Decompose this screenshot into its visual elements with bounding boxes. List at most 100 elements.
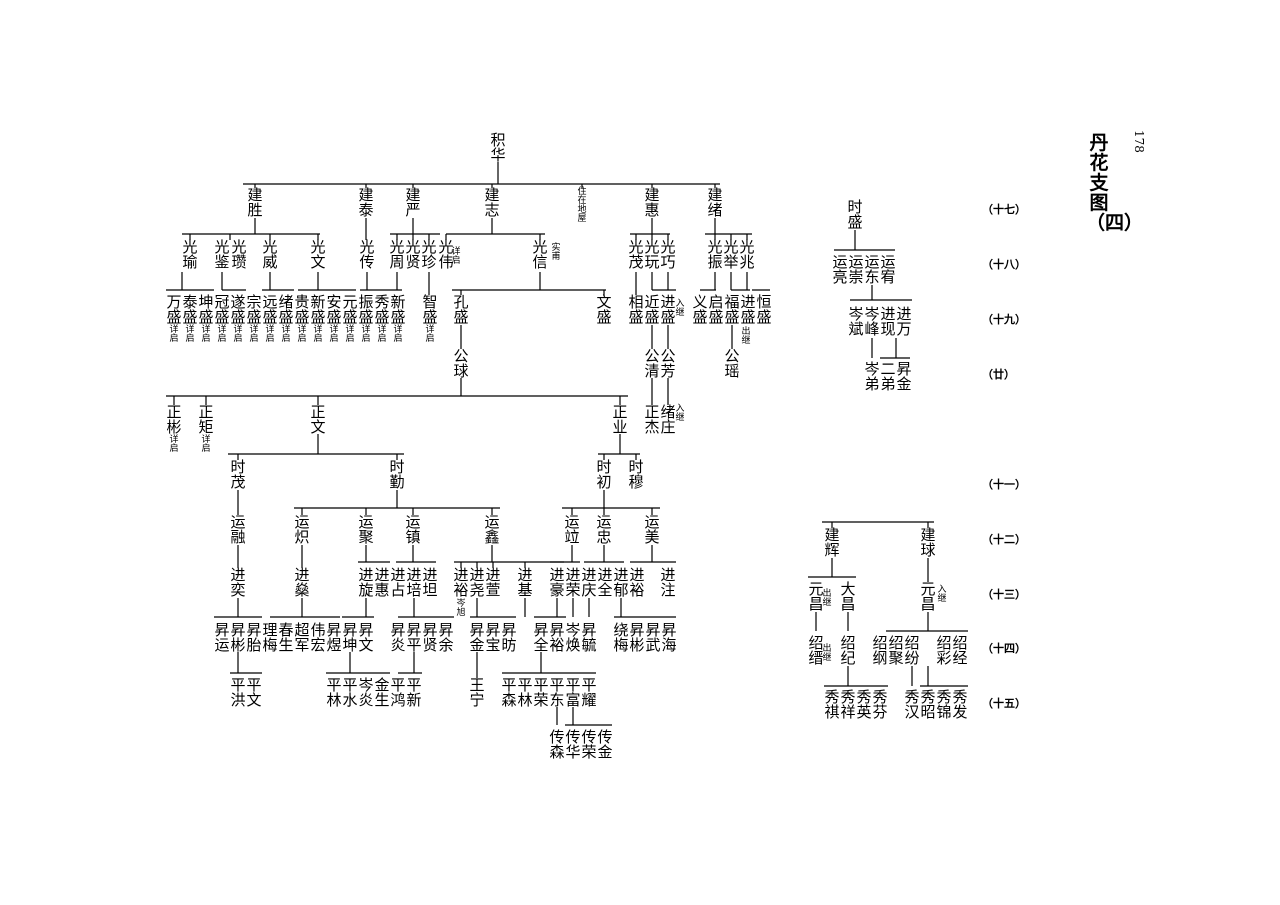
person-name: 远 盛 [262,293,278,326]
person-name: 岑 炎 [358,676,374,709]
lineage-note: 出 继 [822,644,832,663]
lineage-note: 岑 旭 [456,599,466,618]
person-name: 昇 彬 [230,621,246,654]
person-name: 宗 盛 [246,293,262,326]
person-name: 进 坦 [422,566,438,599]
person-name: 昇 全 [533,621,549,654]
lineage-note: 详 启 [425,325,435,344]
person-name: 平 荣 [533,676,549,709]
person-name: 平 耀 [581,676,597,709]
lineage-note: 详 启 [361,325,371,344]
person-name: 光 振 [707,238,723,271]
person-name: 进 裕 [629,566,645,599]
person-name: 昇 文 [358,621,374,654]
person-name: 新 盛 [390,293,406,326]
person-name: 进 奕 [230,566,246,599]
person-name: 绍 缙 [808,634,824,667]
person-name: 运 镇 [405,513,421,546]
lineage-note: 详 启 [185,325,195,344]
person-name: 运 鑫 [484,513,500,546]
generation-label: （十四） [982,642,1026,655]
person-name: 平 林 [326,676,342,709]
person-name: 昇 金 [896,360,912,393]
person-name: 公 芳 [660,347,676,380]
person-name: 昇 毓 [581,621,597,654]
person-name: 昇 炎 [390,621,406,654]
person-name: 遂 盛 [230,293,246,326]
person-name: 绍 纪 [840,634,856,667]
lineage-note: 详 启 [329,325,339,344]
person-name: 光 周 [389,238,405,271]
person-name: 光 文 [310,238,326,271]
person-name: 秀 祺 [824,688,840,721]
person-name: 平 洪 [230,676,246,709]
person-name: 运 竝 [564,513,580,546]
person-name: 进 现 [880,305,896,338]
person-name: 昇 平 [406,621,422,654]
person-name: 万 盛 [166,293,182,326]
person-name: 岑 斌 [848,305,864,338]
page-number: 178 [1132,130,1146,153]
person-name: 绪 盛 [278,293,294,326]
lineage-note: 入 继 [675,299,685,318]
person-name: 绍 聚 [888,634,904,667]
person-name: 昇 海 [661,621,677,654]
person-name: 建 严 [405,186,421,219]
person-name: 时 勤 [389,458,405,491]
person-name: 秀 昭 [920,688,936,721]
person-name: 积 华 [490,131,506,164]
person-name: 光 瑜 [182,238,198,271]
person-name: 贵 盛 [294,293,310,326]
person-name: 进 盛 [660,293,676,326]
person-name: 泰 盛 [182,293,198,326]
person-name: 建 胜 [247,186,263,219]
person-name: 光 鉴 [214,238,230,271]
lineage-note: 住 在 地 屋 [577,187,587,224]
person-name: 昇 运 [214,621,230,654]
lineage-note: 出 继 [822,589,832,608]
person-name: 昇 胎 [246,621,262,654]
person-name: 进 豪 [549,566,565,599]
person-name: 运 宥 [880,253,896,286]
person-name: 启 盛 [708,293,724,326]
person-name: 公 瑶 [724,347,740,380]
person-name: 进 荣 [565,566,581,599]
person-name: 建 辉 [824,526,840,559]
person-name: 岑 弟 [864,360,880,393]
person-name: 传 华 [565,728,581,761]
person-name: 进 庆 [581,566,597,599]
person-name: 元 昌 [920,580,936,613]
person-name: 绕 梅 [613,621,629,654]
person-name: 文 盛 [596,293,612,326]
lineage-note: 详 启 [393,325,403,344]
person-name: 光 巧 [660,238,676,271]
person-name: 昇 坤 [342,621,358,654]
person-name: 建 志 [484,186,500,219]
lineage-note: 详 启 [265,325,275,344]
person-name: 进 基 [517,566,533,599]
person-name: 平 富 [565,676,581,709]
person-name: 进 盛 [740,293,756,326]
person-name: 进 占 [390,566,406,599]
person-name: 超 军 [294,621,310,654]
person-name: 伟 宏 [310,621,326,654]
person-name: 秀 发 [952,688,968,721]
person-name: 运 融 [230,513,246,546]
person-name: 公 球 [453,347,469,380]
lineage-note: 详 启 [217,325,227,344]
person-name: 运 崇 [848,253,864,286]
person-name: 金 生 [374,676,390,709]
person-name: 进 培 [406,566,422,599]
person-name: 光 贤 [405,238,421,271]
person-name: 孔 盛 [453,293,469,326]
person-name: 平 文 [246,676,262,709]
lineage-note: 详 启 [297,325,307,344]
person-name: 光 威 [262,238,278,271]
lineage-note: 详 启 [169,435,179,454]
generation-label: （十一） [982,478,1026,491]
person-name: 时 穆 [628,458,644,491]
generation-label: （十八） [982,258,1026,271]
person-name: 建 球 [920,526,936,559]
lineage-note: 详 启 [201,435,211,454]
